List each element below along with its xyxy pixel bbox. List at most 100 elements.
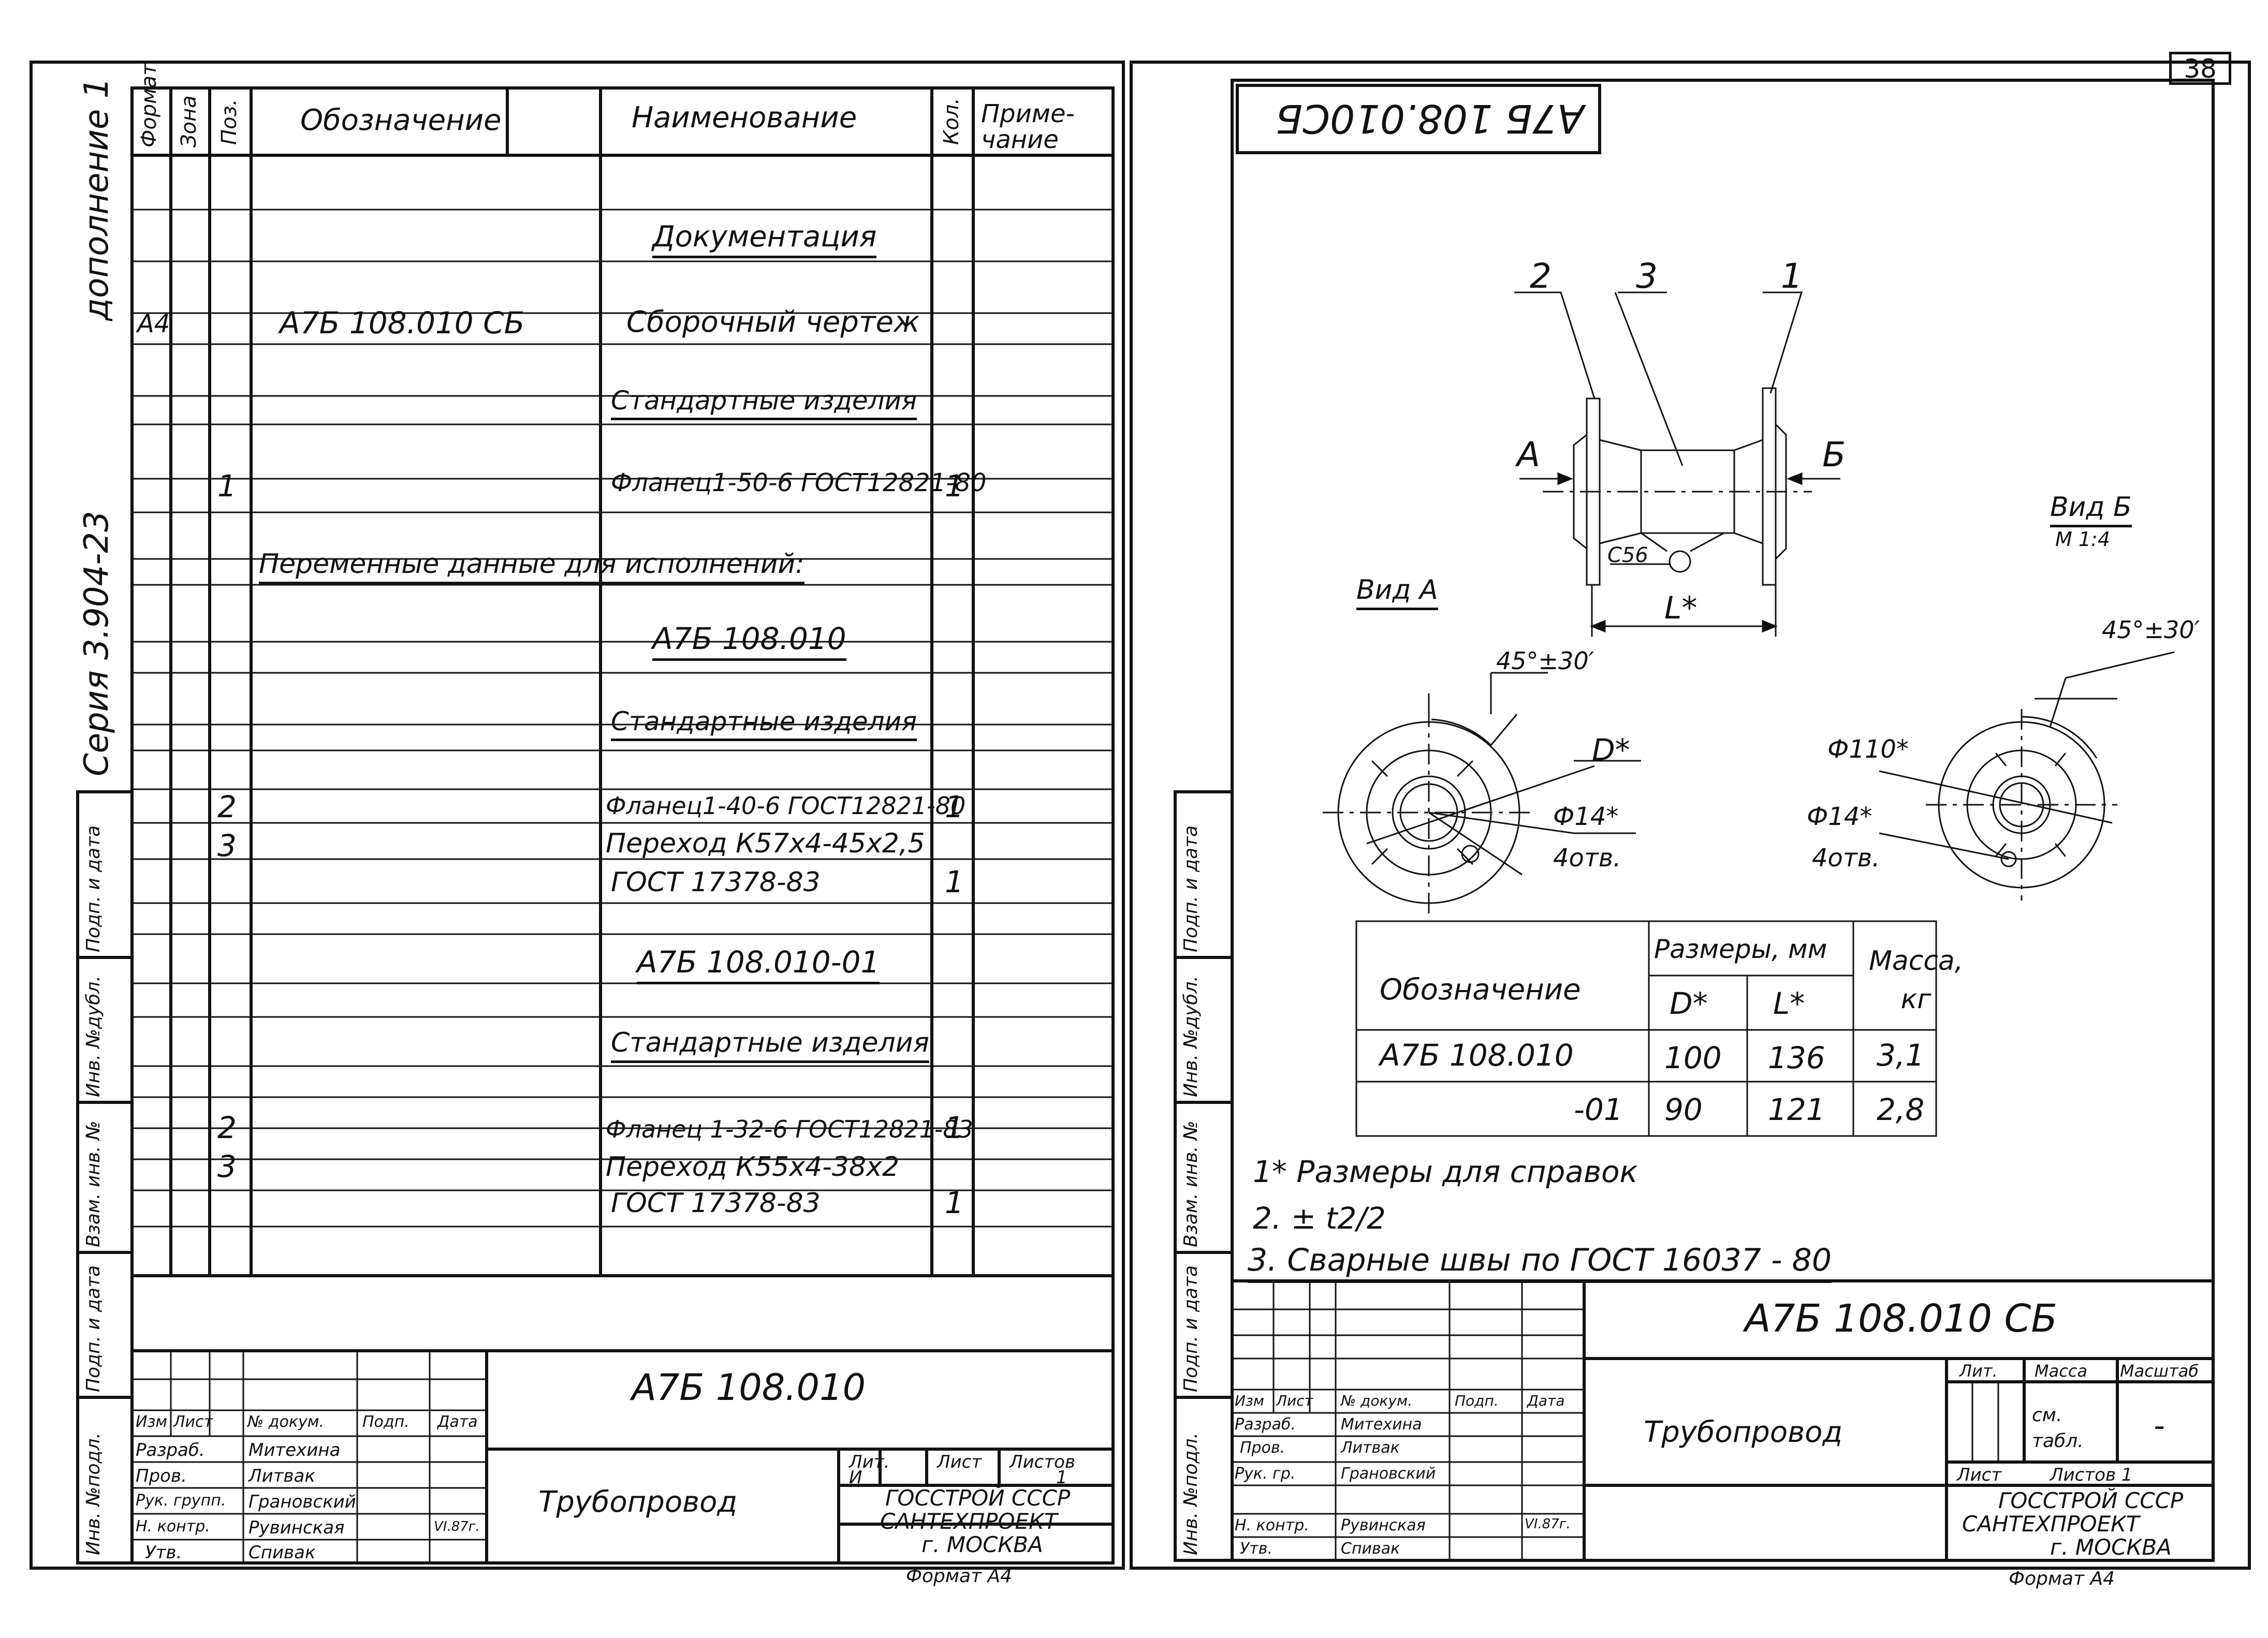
view-a-hole: Ф14* <box>1553 802 1619 831</box>
tb-right-org-1: САНТЕХПРОЕКТ <box>1962 1511 2140 1537</box>
tb-left-person-2: Грановский <box>248 1492 356 1512</box>
tb-right-sheets-label: Листов 1 <box>2050 1465 2133 1485</box>
dimtable-row0-mass: 3,1 <box>1877 1038 1925 1073</box>
stamp-inv-dup-left: Инв. №дубл. <box>83 976 104 1097</box>
length-dim: L* <box>1664 590 1698 626</box>
header-format: Формат <box>137 63 161 147</box>
tb-left-org-0: ГОССТРОЙ СССР <box>885 1485 1071 1511</box>
view-b-holes: 4отв. <box>1812 844 1880 873</box>
note-2: 2. ± t2/2 <box>1253 1201 1386 1236</box>
view-b-d: Ф110* <box>1827 735 1909 764</box>
dimtable-h-mass: Масса, кг <box>1869 946 1964 1015</box>
note-3: 3. Сварные швы по ГОСТ 16037 - 80 <box>1248 1242 1832 1283</box>
arrow-a-label: А <box>1517 435 1541 475</box>
tb-right-person-4: Спивак <box>1341 1540 1400 1558</box>
tb-left-role-3: Н. контр. <box>136 1517 210 1536</box>
view-b-hole: Ф14* <box>1807 802 1872 831</box>
row-name-gost-17378-a: ГОСТ 17378-83 <box>611 867 821 898</box>
view-a-holes: 4отв. <box>1553 844 1621 873</box>
dimtable-h-l: L* <box>1773 986 1805 1021</box>
tb-right-col-doc: № докум. <box>1341 1392 1413 1409</box>
tb-left-date-3: VI.87г. <box>434 1519 480 1534</box>
stamp-sign-date-left-1: Подп. и дата <box>83 1265 104 1392</box>
dimtable-row1-designation: -01 <box>1574 1092 1623 1127</box>
row-name-assembly: Сборочный чертеж <box>626 305 920 339</box>
dimtable-row1-mass: 2,8 <box>1877 1092 1925 1127</box>
tb-left-col-sign: Подп. <box>362 1413 409 1431</box>
stamp-sign-date-right-2: Подп. и дата <box>1180 825 1202 952</box>
variant-010-title: А7Б 108.010 <box>652 621 846 661</box>
tb-right-role-0: Разраб. <box>1235 1415 1296 1434</box>
tb-left-org-1: САНТЕХПРОЕКТ <box>880 1509 1058 1534</box>
row-qty-1c: 1 <box>945 864 964 899</box>
header-pos: Поз. <box>217 99 241 145</box>
tb-right-designation: А7Б 108.010 СБ <box>1745 1296 2057 1341</box>
view-a-d: D* <box>1592 732 1630 768</box>
tb-left-person-1: Литвак <box>248 1466 315 1486</box>
tb-right-role-4: Утв. <box>1240 1540 1272 1558</box>
tb-right-role-3: Н. контр. <box>1235 1516 1309 1534</box>
tb-right-sheet-label: Лист <box>1957 1465 2002 1485</box>
tb-left-col-doc: № докум. <box>247 1413 324 1431</box>
series-label: Серия 3.904-23 <box>78 511 116 776</box>
tb-left-sheets-label: Листов <box>1009 1452 1076 1472</box>
tb-right-role-1: Пров. <box>1240 1439 1285 1457</box>
view-b-scale: М 1:4 <box>2055 528 2111 551</box>
tb-right-scale-value: - <box>2154 1408 2165 1444</box>
stamp-inv-dup-right: Инв. №дубл. <box>1180 976 1202 1097</box>
row-name-transition-57: Переход К57х4-45х2,5 <box>606 828 925 859</box>
dimtable-row0-designation: А7Б 108.010 <box>1380 1038 1574 1073</box>
tb-left-col-date: Дата <box>437 1413 478 1431</box>
row-format-a4: А4 <box>137 309 170 338</box>
view-b-angle: 45°±30′ <box>2102 616 2200 644</box>
leader-2: 2 <box>1530 256 1552 296</box>
tb-left-role-2: Рук. групп. <box>136 1492 226 1510</box>
tb-right-person-3: Рувинская <box>1341 1516 1426 1534</box>
dimtable-row0-l: 136 <box>1768 1040 1825 1075</box>
dimtable-h-designation: Обозначение <box>1380 973 1581 1007</box>
header-designation: Обозначение <box>300 104 502 137</box>
row-name-flange-32: Фланец 1-32-6 ГОСТ12821-83 <box>606 1115 973 1143</box>
row-qty-1d: 1 <box>945 1110 964 1145</box>
dimtable-h-d: D* <box>1670 986 1708 1021</box>
tb-left-role-0: Разраб. <box>136 1440 205 1460</box>
tb-left-sheet-label: Лист <box>937 1452 982 1472</box>
tb-right-org-2: г. МОСКВА <box>2050 1534 2172 1560</box>
tb-right-person-0: Митехина <box>1341 1415 1422 1434</box>
tb-left-person-0: Митехина <box>248 1440 341 1460</box>
tb-left-format: Формат А4 <box>906 1566 1013 1587</box>
tb-left-role-4: Утв. <box>145 1542 182 1563</box>
note-1: 1* Размеры для справок <box>1253 1154 1638 1189</box>
header-name: Наименование <box>632 101 857 135</box>
tb-left-org-2: г. МОСКВА <box>921 1532 1043 1557</box>
tb-right-date-3: VI.87г. <box>1525 1516 1571 1532</box>
view-b-title: Вид Б <box>2050 492 2132 527</box>
row-pos-3a: 3 <box>217 828 237 863</box>
variant-010-01-title: А7Б 108.010-01 <box>637 945 880 984</box>
tb-right-person-1: Литвак <box>1341 1439 1400 1457</box>
tb-right-col-date: Дата <box>1527 1392 1565 1409</box>
page-number: 38 <box>2169 52 2231 85</box>
tb-right-format: Формат А4 <box>2009 1568 2115 1589</box>
row-name-flange-40: Фланец1-40-6 ГОСТ12821-80 <box>606 792 966 820</box>
header-zone: Зона <box>177 95 201 147</box>
dimtable-row1-l: 121 <box>1768 1092 1825 1127</box>
tb-right-name: Трубопровод <box>1644 1415 1843 1449</box>
tb-right-person-2: Грановский <box>1341 1465 1436 1483</box>
tb-right-mass-value: см. табл. <box>2032 1405 2084 1452</box>
section-standard-1: Стандартные изделия <box>611 386 917 420</box>
row-qty-1b: 1 <box>945 789 964 824</box>
row-qty-1a: 1 <box>945 468 964 504</box>
section-variable-data: Переменные данные для исполнений: <box>259 549 804 584</box>
weld-mark: С56 <box>1607 543 1648 567</box>
tb-left-col-list: Лист <box>173 1413 213 1431</box>
tb-right-role-2: Рук. гр. <box>1235 1465 1296 1483</box>
leader-1: 1 <box>1781 256 1803 296</box>
row-pos-1: 1 <box>217 468 237 504</box>
section-documentation: Документация <box>652 220 877 258</box>
view-a-angle: 45°±30′ <box>1496 647 1594 675</box>
section-standard-2: Стандартные изделия <box>611 706 917 741</box>
tb-right-scale-label: Масштаб <box>2120 1361 2199 1381</box>
tb-right-lit-label: Лит. <box>1959 1361 1998 1381</box>
